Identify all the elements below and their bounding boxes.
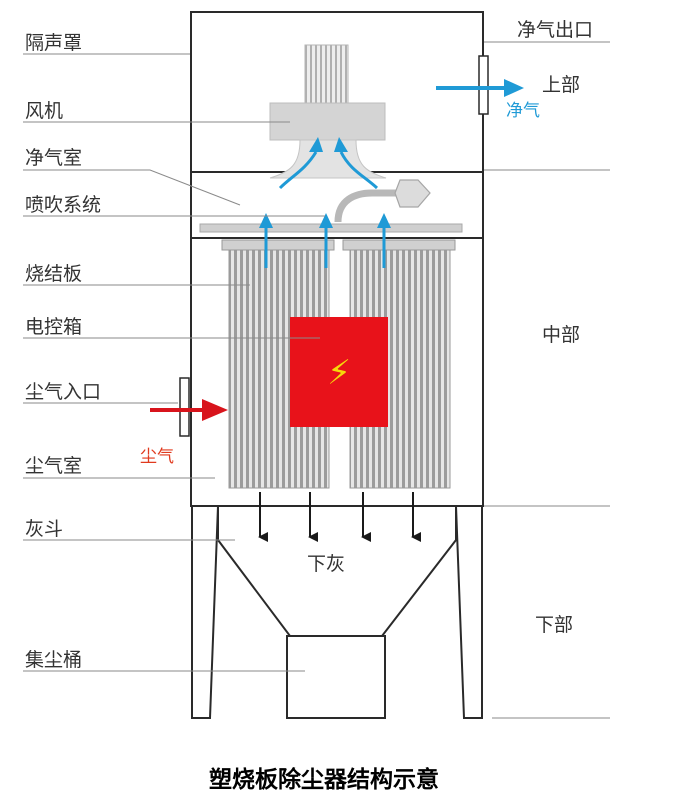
diagram-caption: 塑烧板除尘器结构示意 bbox=[209, 766, 439, 793]
dust-air-arrow bbox=[150, 399, 228, 421]
support-legs bbox=[191, 505, 483, 719]
label-clean-air-chamber: 净气室 bbox=[25, 147, 82, 169]
left-leaders bbox=[23, 53, 325, 672]
label-pulse-system: 喷吹系统 bbox=[25, 194, 101, 216]
ash-drop-arrows bbox=[258, 492, 421, 542]
label-sintered-plate: 烧结板 bbox=[25, 263, 82, 285]
clean-air-arrows bbox=[259, 79, 524, 268]
label-clean-air-outlet: 净气出口 bbox=[517, 19, 593, 41]
label-middle-section: 中部 bbox=[542, 324, 580, 346]
label-ash-hopper: 灰斗 bbox=[25, 518, 63, 540]
outlet-flange bbox=[478, 55, 489, 115]
label-control-box: 电控箱 bbox=[25, 316, 82, 338]
lightning-icon: ⚡ bbox=[327, 353, 351, 393]
label-lower-section: 下部 bbox=[535, 614, 573, 636]
fan-unit bbox=[269, 44, 387, 179]
right-dividers bbox=[484, 41, 610, 719]
label-dust-bin: 集尘桶 bbox=[25, 649, 82, 671]
dust-bin bbox=[286, 635, 386, 719]
control-box: ⚡ bbox=[290, 317, 388, 427]
label-upper-section: 上部 bbox=[542, 74, 580, 96]
label-fan: 风机 bbox=[25, 100, 63, 122]
label-dust-inlet: 尘气入口 bbox=[25, 381, 101, 403]
label-sound-hood: 隔声罩 bbox=[25, 32, 82, 54]
label-ash-drop: 下灰 bbox=[307, 553, 345, 575]
label-dust-chamber: 尘气室 bbox=[25, 455, 82, 477]
label-dust-air-flow: 尘气 bbox=[140, 447, 174, 467]
label-clean-air-flow: 净气 bbox=[506, 101, 540, 121]
inlet-flange bbox=[179, 377, 190, 437]
